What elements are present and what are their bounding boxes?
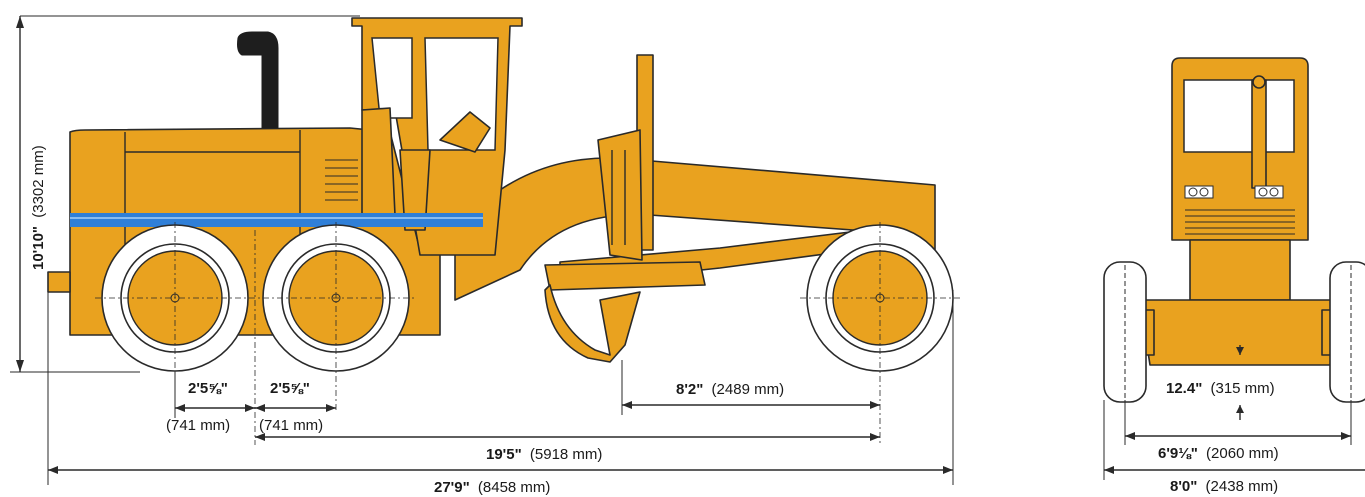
grader-side-view bbox=[10, 17, 960, 445]
side-dimension-lines bbox=[16, 15, 954, 485]
grader-front-view bbox=[1103, 57, 1365, 403]
tandem-front-label: 2'5⅝" bbox=[188, 380, 228, 397]
front-dimension-lines bbox=[1103, 345, 1365, 480]
wheelbase-label: 19'5" (5918 mm) bbox=[486, 446, 602, 463]
overall-length-label: 27'9" (8458 mm) bbox=[434, 479, 550, 496]
tandem-rear-label: 2'5⅝" bbox=[270, 380, 310, 397]
tread-width-label: 6'9⅛" (2060 mm) bbox=[1158, 445, 1279, 462]
axle-to-blade-label: 8'2" (2489 mm) bbox=[676, 381, 784, 398]
overall-width-label: 8'0" (2438 mm) bbox=[1170, 478, 1278, 495]
tandem-front-metric: (741 mm) bbox=[166, 417, 230, 434]
ground-clearance-label: 12.4" (315 mm) bbox=[1166, 380, 1275, 397]
tandem-rear-metric: (741 mm) bbox=[259, 417, 323, 434]
height-label: 10'10" (3302 mm) bbox=[30, 145, 47, 270]
